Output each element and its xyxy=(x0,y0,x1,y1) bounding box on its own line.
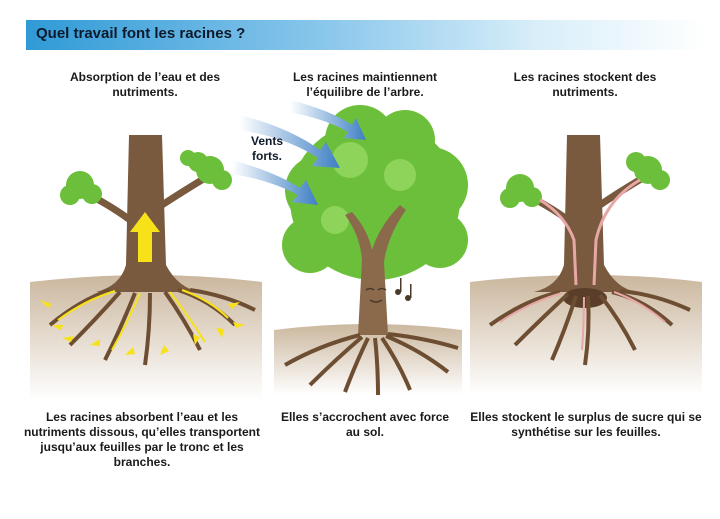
caption-line: Les racines maintiennent xyxy=(280,70,450,85)
caption-line: nutriments dissous, qu’elles transporten… xyxy=(22,425,262,440)
caption-line: au sol. xyxy=(280,425,450,440)
panel-1-top-caption: Absorption de l’eau et des nutriments. xyxy=(60,70,230,100)
caption-line: synthétise sur les feuilles. xyxy=(462,425,710,440)
tree-trunk xyxy=(534,135,636,292)
caption-line: Elles s’accrochent avec force xyxy=(280,410,450,425)
wind-label-line: forts. xyxy=(242,149,292,164)
panel-1-bottom-caption: Les racines absorbent l’eau et les nutri… xyxy=(22,410,262,470)
wind-label: Vents forts. xyxy=(242,134,292,164)
caption-line: nutriments. xyxy=(60,85,230,100)
music-note-icon xyxy=(395,278,412,301)
caption-line: Absorption de l’eau et des xyxy=(60,70,230,85)
caption-line: l’équilibre de l’arbre. xyxy=(280,85,450,100)
caption-line: nutriments. xyxy=(500,85,670,100)
caption-line: Elles stockent le surplus de sucre qui s… xyxy=(462,410,710,425)
panel-2-top-caption: Les racines maintiennent l’équilibre de … xyxy=(280,70,450,100)
panel-3-bottom-caption: Elles stockent le surplus de sucre qui s… xyxy=(462,410,710,440)
wind-label-line: Vents xyxy=(242,134,292,149)
caption-line: jusqu’aux feuilles par le tronc et les xyxy=(22,440,262,455)
caption-line: Les racines absorbent l’eau et les xyxy=(22,410,262,425)
soil-ground xyxy=(30,275,262,400)
caption-line: Les racines stockent des xyxy=(500,70,670,85)
panel-storage-illustration xyxy=(470,135,702,395)
panel-2-bottom-caption: Elles s’accrochent avec force au sol. xyxy=(280,410,450,440)
panel-absorption-illustration xyxy=(30,135,262,400)
panel-3-top-caption: Les racines stockent des nutriments. xyxy=(500,70,670,100)
caption-line: branches. xyxy=(22,455,262,470)
